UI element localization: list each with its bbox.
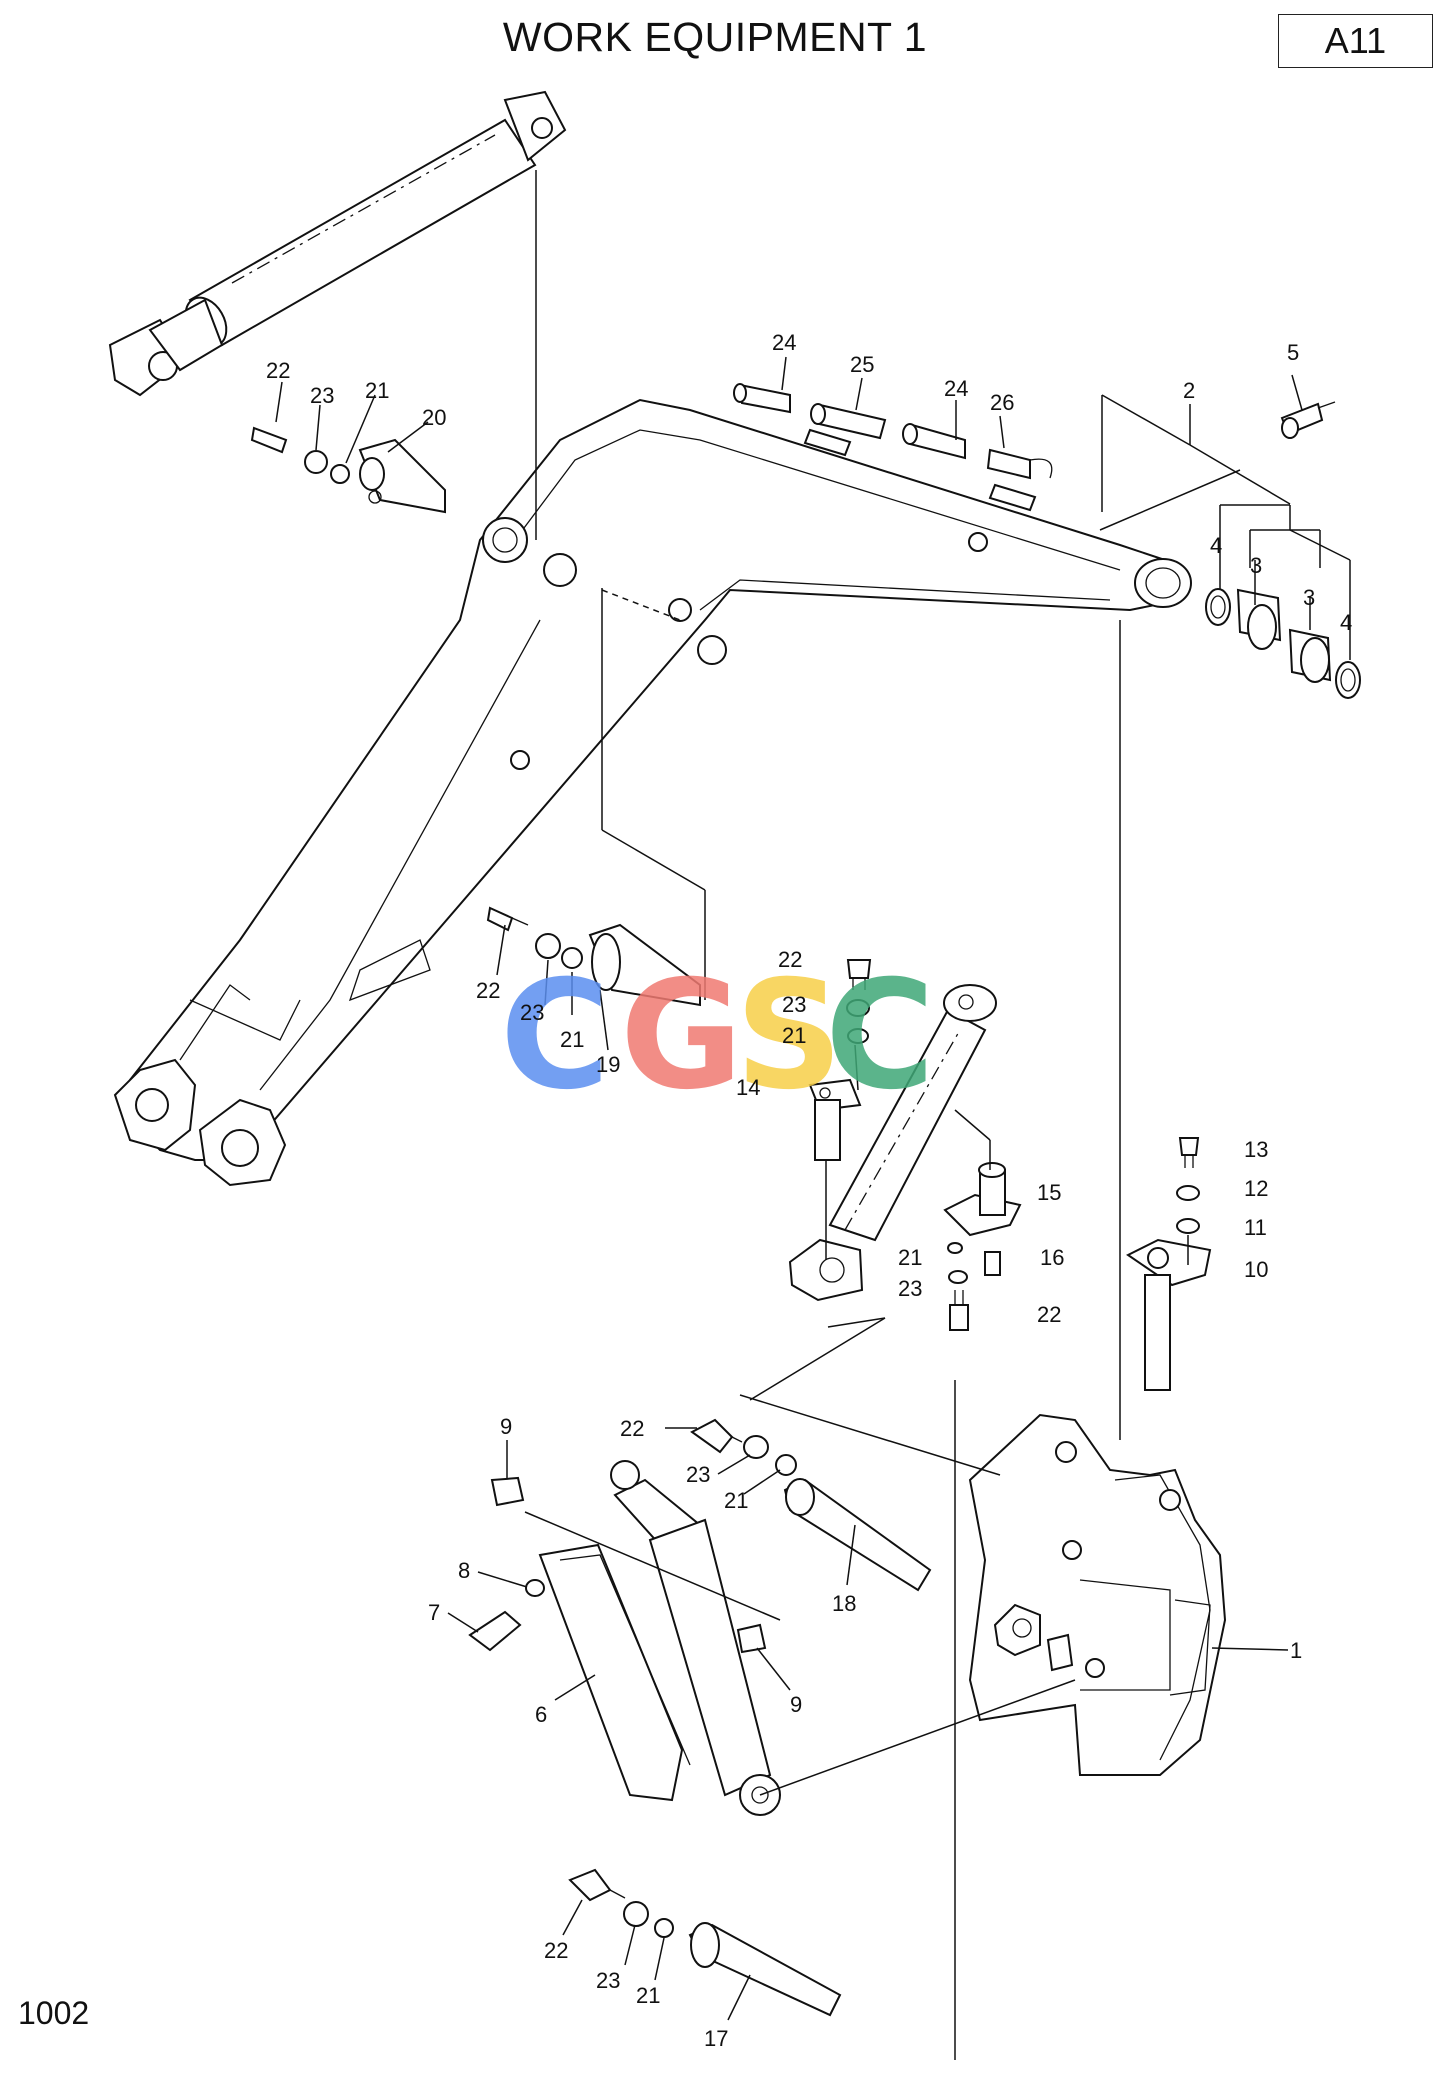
callout-22: 22 <box>476 978 500 1003</box>
callout-4: 4 <box>1210 533 1222 558</box>
callout-22: 22 <box>778 947 802 972</box>
callout-10: 10 <box>1244 1257 1268 1282</box>
callout-23: 23 <box>596 1968 620 1993</box>
callout-16: 16 <box>1040 1245 1064 1270</box>
callout-21: 21 <box>560 1027 584 1052</box>
callout-18: 18 <box>832 1591 856 1616</box>
callout-21: 21 <box>365 378 389 403</box>
callout-7: 7 <box>428 1600 440 1625</box>
callout-24: 24 <box>944 376 968 401</box>
callout-23: 23 <box>520 1000 544 1025</box>
lower-left-parts <box>447 1394 1076 1816</box>
callout-23: 23 <box>898 1276 922 1301</box>
callout-24: 24 <box>772 330 796 355</box>
watermark: C G S C <box>500 949 935 1123</box>
page-title-text: WORK EQUIPMENT 1 <box>502 14 928 60</box>
callout-9: 9 <box>790 1692 802 1717</box>
callout-23: 23 <box>310 383 334 408</box>
callout-15: 15 <box>1037 1180 1061 1205</box>
section-code-box: A11 <box>1278 14 1433 68</box>
boom-arm <box>113 398 1192 1187</box>
section-code: A11 <box>1324 20 1387 61</box>
callout-26: 26 <box>990 390 1014 415</box>
callout-22: 22 <box>266 358 290 383</box>
watermark-letter-2: G <box>620 949 743 1123</box>
callout-12: 12 <box>1244 1176 1268 1201</box>
callout-9: 9 <box>500 1414 512 1439</box>
pin-10-group <box>1126 1137 1212 1391</box>
callout-21: 21 <box>724 1488 748 1513</box>
leader-lines <box>275 170 1351 2060</box>
page-title: WORK EQUIPMENT 1 <box>0 14 1440 61</box>
callout-3: 3 <box>1250 553 1262 578</box>
callout-21: 21 <box>898 1245 922 1270</box>
callout-22: 22 <box>544 1938 568 1963</box>
callout-14: 14 <box>736 1075 760 1100</box>
swing-bracket <box>968 1413 1289 1776</box>
arm-cylinder <box>749 959 1022 1401</box>
callout-11: 11 <box>1244 1215 1267 1240</box>
pin-18-group <box>665 1418 932 1592</box>
callout-22: 22 <box>620 1416 644 1441</box>
callout-21: 21 <box>636 1983 660 2008</box>
pin-17-group <box>562 1868 842 2021</box>
callout-1: 1 <box>1290 1638 1302 1663</box>
callout-25: 25 <box>850 352 874 377</box>
watermark-letter-3: S <box>735 949 843 1123</box>
callout-5: 5 <box>1287 340 1299 365</box>
callout-23: 23 <box>782 992 806 1017</box>
watermark-letter-4: C <box>825 949 935 1123</box>
callout-3: 3 <box>1303 585 1315 610</box>
boom-cylinder <box>108 90 567 397</box>
page-number: 1002 <box>18 1995 90 2031</box>
top-small-parts <box>250 383 1361 699</box>
callout-19: 19 <box>596 1052 620 1077</box>
callout-13: 13 <box>1244 1137 1268 1162</box>
callout-17: 17 <box>704 2026 728 2051</box>
pin-19-group <box>486 906 701 1051</box>
callout-labels: 24 25 24 26 2 5 4 3 3 4 22 23 21 20 22 2… <box>266 330 1352 2051</box>
callout-21: 21 <box>782 1023 806 1048</box>
callout-8: 8 <box>458 1558 470 1583</box>
callout-23: 23 <box>686 1462 710 1487</box>
callout-2: 2 <box>1183 378 1195 403</box>
callout-6: 6 <box>535 1702 547 1727</box>
callout-20: 20 <box>422 405 446 430</box>
watermark-letter-1: C <box>500 949 610 1123</box>
callout-22: 22 <box>1037 1302 1061 1327</box>
callout-4: 4 <box>1340 610 1352 635</box>
